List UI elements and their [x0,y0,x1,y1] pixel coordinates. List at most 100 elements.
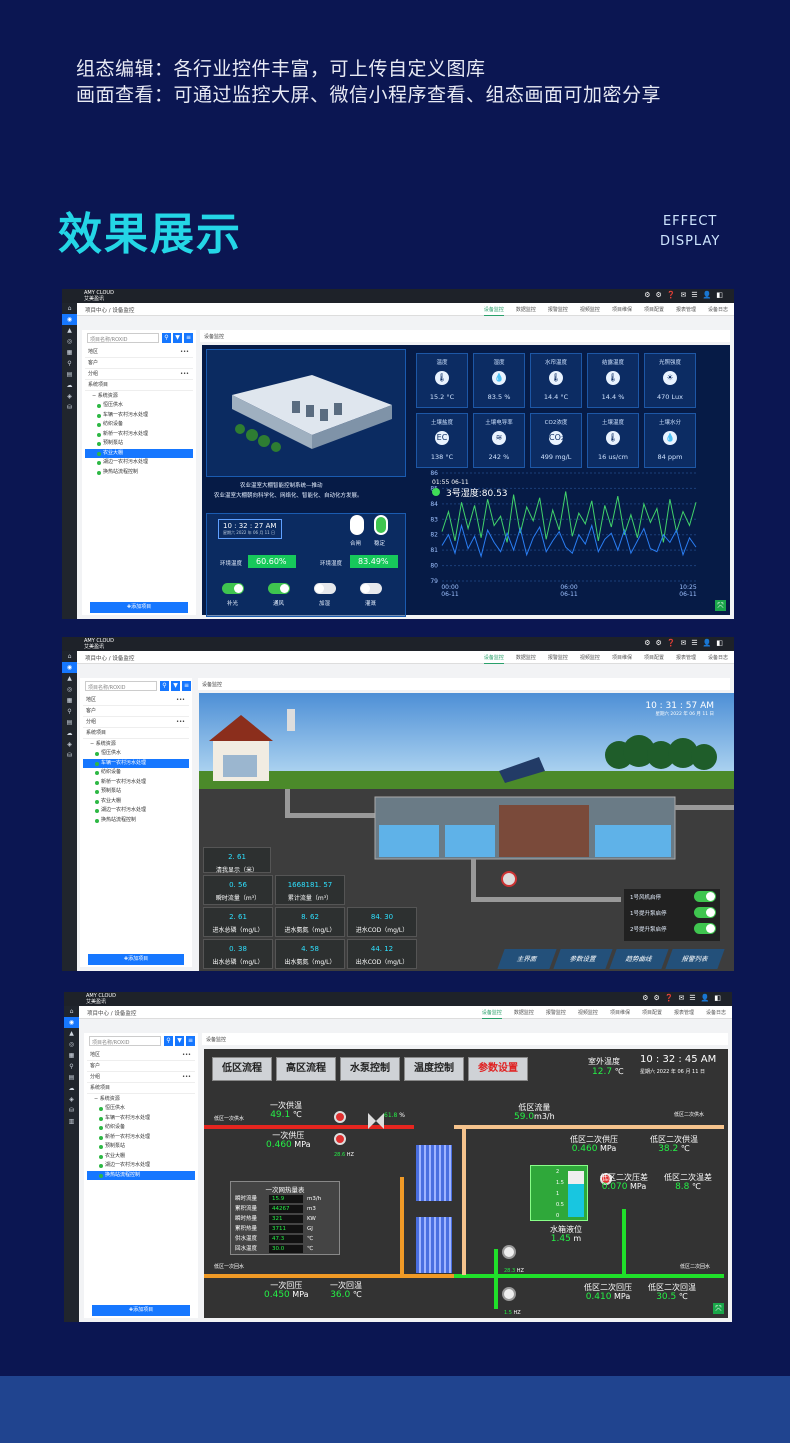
nav-tab[interactable]: 设备日志 [707,307,728,313]
tree-node[interactable]: 客户 [85,358,193,369]
alarm-icon[interactable]: ▲ [69,1030,74,1037]
cloud-icon[interactable]: ☁ [68,1085,75,1092]
nav-tab[interactable]: 报警监控 [547,307,568,313]
chart-icon[interactable]: ▥ [68,1118,75,1125]
search-input[interactable]: 项目名称/ROXID [89,1036,161,1046]
tree-leaf[interactable]: 新桥一农村污水处理 [87,1133,195,1143]
target-icon[interactable]: ◎ [66,686,73,693]
top-icons[interactable]: ⚙⚙❓✉☰👤◧ [644,291,728,299]
toggle-switch[interactable] [314,583,336,594]
project-tree[interactable]: 地区•••客户分组•••系统项目− 系统资源恒压供水车辆一农村污水处理纺织设备新… [87,1050,195,1180]
nav-tab[interactable]: 设备监控 [483,307,504,316]
search-input[interactable]: 项目名称/ROXID [85,681,157,691]
add-project-button[interactable]: ✚添加项目 [92,1305,190,1316]
tree-leaf[interactable]: 纺织设备 [87,1123,195,1133]
filter-icon[interactable]: ▼ [175,1036,184,1046]
nav-tabs[interactable]: 设备监控数据监控报警监控视频监控项目维保项目配置报表管理设备日志 [472,654,728,664]
user-icon[interactable]: ⚲ [69,1063,74,1070]
tree-leaf[interactable]: 预制泵站 [83,787,189,797]
screen-tab[interactable]: 趋势曲线 [609,949,669,969]
more-icon[interactable]: ••• [180,349,189,355]
tree-leaf[interactable]: 换热站流程控制 [83,816,189,826]
pump-toggle[interactable] [694,907,716,918]
db-icon[interactable]: ⛁ [66,752,73,759]
nav-tab[interactable]: 报表管理 [673,1010,694,1016]
process-button[interactable]: 高区流程 [276,1057,336,1081]
fullscreen-icon[interactable]: ⤧ [713,1303,724,1314]
project-tree[interactable]: 地区•••客户分组•••系统项目− 系统资源恒压供水车辆一农村污水处理纺织设备新… [83,695,189,825]
side-rail[interactable]: ⌂◉▲◎▦⚲▤☁◈⛁ [62,651,77,971]
nav-tab[interactable]: 项目配置 [641,1010,662,1016]
cloud-icon[interactable]: ☁ [66,730,73,737]
tree-leaf[interactable]: 预制泵站 [85,439,193,449]
tree-leaf[interactable]: 车辆一农村污水处理 [87,1114,195,1124]
home-icon[interactable]: ⌂ [69,1008,74,1015]
process-button[interactable]: 水泵控制 [340,1057,400,1081]
monitor-icon[interactable]: ◉ [62,662,77,673]
tree-leaf[interactable]: 农业大棚 [83,797,189,807]
nav-tab[interactable]: 报警监控 [547,655,568,661]
monitor-icon[interactable]: ◉ [62,314,77,325]
tree-node[interactable]: 分组••• [85,369,193,380]
nav-tab[interactable]: 设备日志 [707,655,728,661]
list-icon[interactable]: ≡ [182,681,191,691]
doc-icon[interactable]: ▤ [66,371,73,378]
nav-tab[interactable]: 项目维保 [611,655,632,661]
screen-tab[interactable]: 参数设置 [553,949,613,969]
tree-leaf[interactable]: 纺织设备 [83,768,189,778]
tree-leaf[interactable]: 农业大棚 [87,1152,195,1162]
toggle-switch[interactable] [222,583,244,594]
target-icon[interactable]: ◎ [68,1041,75,1048]
user-icon[interactable]: ⚲ [67,360,72,367]
pump-toggle[interactable] [694,923,716,934]
tree-leaf[interactable]: 纺织设备 [85,420,193,430]
toggle-switch[interactable] [360,583,382,594]
tree-root[interactable]: − 系统资源 [85,391,193,401]
screen-tab[interactable]: 主界面 [497,949,557,969]
screen-tab[interactable]: 报警列表 [665,949,725,969]
tree-node[interactable]: 地区••• [87,1050,195,1061]
tree-leaf[interactable]: 湖边一农村污水处理 [85,458,193,468]
nav-tab[interactable]: 项目配置 [643,655,664,661]
nav-tabs[interactable]: 设备监控数据监控报警监控视频监控项目维保项目配置报表管理设备日志 [472,306,728,316]
nav-tab[interactable]: 设备监控 [483,655,504,664]
tree-leaf[interactable]: 车辆一农村污水处理 [83,758,189,768]
tree-leaf[interactable]: 恒压供水 [87,1104,195,1114]
project-tree[interactable]: 地区•••客户分组•••系统项目− 系统资源恒压供水车辆一农村污水处理纺织设备新… [85,347,193,477]
tree-node[interactable]: 分组••• [87,1072,195,1083]
tree-leaf[interactable]: 湖边一农村污水处理 [87,1161,195,1171]
collapse-icon[interactable]: − [92,393,98,399]
collapse-icon[interactable]: − [90,741,96,747]
home-icon[interactable]: ⌂ [67,653,72,660]
db-icon[interactable]: ⛁ [66,404,73,411]
process-button[interactable]: 低区流程 [212,1057,272,1081]
filter-icon[interactable]: ▼ [173,333,182,343]
more-icon[interactable]: ••• [182,1052,191,1058]
db-icon[interactable]: ⛁ [68,1107,75,1114]
alarm-icon[interactable]: ▲ [67,675,72,682]
tree-leaf[interactable]: 换热站流程控制 [85,468,193,478]
tree-root[interactable]: − 系统资源 [83,739,189,749]
add-project-button[interactable]: ✚添加项目 [90,602,188,613]
home-icon[interactable]: ⌂ [67,305,72,312]
grid-icon[interactable]: ▦ [68,1052,75,1059]
more-icon[interactable]: ••• [176,697,185,703]
search-icon[interactable]: ⚲ [160,681,169,691]
tree-leaf[interactable]: 恒压供水 [85,401,193,411]
tree-node[interactable]: 分组••• [83,717,189,728]
user-icon[interactable]: ⚲ [67,708,72,715]
tree-node[interactable]: 地区••• [85,347,193,358]
list-icon[interactable]: ≡ [184,333,193,343]
tree-leaf[interactable]: 换热站流程控制 [87,1170,195,1180]
tree-leaf[interactable]: 农业大棚 [85,448,193,458]
tree-node[interactable]: 系统项目 [83,728,189,739]
tree-root[interactable]: − 系统资源 [87,1094,195,1104]
more-icon[interactable]: ••• [182,1074,191,1080]
nav-tab[interactable]: 数据监控 [513,1010,534,1016]
collapse-icon[interactable]: − [94,1096,100,1102]
side-rail[interactable]: ⌂◉▲◎▦⚲▤☁◈⛁ [62,303,77,619]
nav-tab[interactable]: 视频监控 [579,307,600,313]
fullscreen-icon[interactable]: ⤧ [715,600,726,611]
more-icon[interactable]: ••• [180,371,189,377]
tree-leaf[interactable]: 新桥一农村污水处理 [85,430,193,440]
